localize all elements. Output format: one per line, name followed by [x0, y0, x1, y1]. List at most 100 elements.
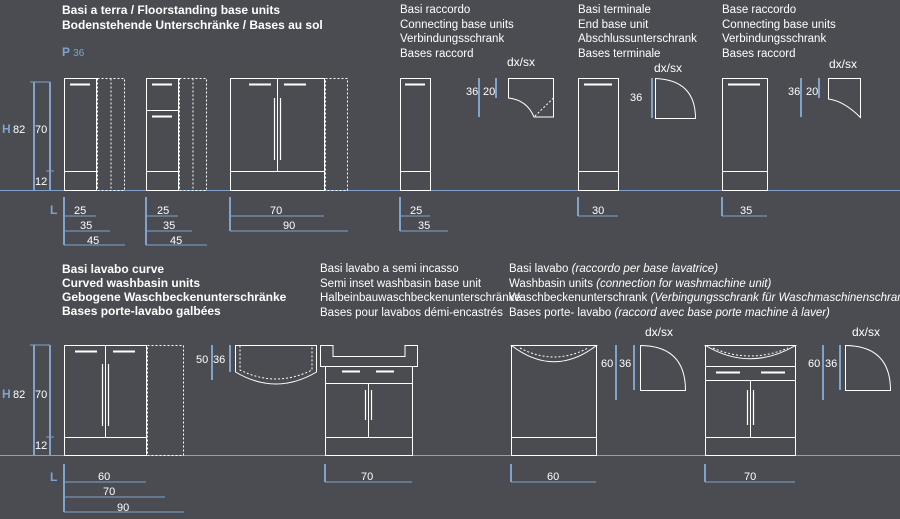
height-total-row-1: 82: [13, 124, 25, 136]
connecting-1-line-3: Verbindungsschrank: [400, 33, 505, 45]
unit-drawer-door: [146, 78, 207, 191]
height-body-row-1: 70: [35, 124, 47, 136]
unit2-width-35: 35: [163, 220, 175, 232]
semi-inset-width-70: 70: [361, 471, 373, 483]
connecting-1-line-1: Basi raccordo: [400, 4, 471, 16]
terminal-line-1: Basi terminale: [578, 4, 651, 16]
washbasin-large-plan: [845, 344, 892, 391]
height-body-row-2: 70: [35, 389, 47, 401]
washbasin-line-4-italic: (raccord avec base porte machine à laver…: [614, 306, 830, 319]
unit3-width-90: 90: [283, 220, 295, 232]
connecting-1-plan: [508, 78, 554, 118]
curved-heading-2: Curved washbasin units: [62, 276, 201, 290]
washbasin-large-width-70: 70: [744, 471, 756, 483]
semi-inset-line-3: Halbeinbauwaschbeckenunterschränke: [320, 292, 521, 304]
connecting-width-25: 25: [410, 205, 422, 217]
top-left-heading-1: Basi a terra / Floorstanding base units: [62, 3, 281, 17]
washbasin-line-2-plain: Washbasin units: [509, 277, 597, 290]
height-plinth-row-1: 12: [35, 176, 47, 188]
connecting-2-line-3: Verbindungsschrank: [722, 33, 827, 45]
depth-letter: P: [62, 45, 70, 59]
washbasin-line-2-italic: (connection for washmachine unit): [596, 277, 772, 290]
connecting2-depth-20: 20: [806, 86, 818, 98]
washbasin-line-1-plain: Basi lavabo: [509, 263, 572, 275]
connecting-width-35: 35: [418, 220, 430, 232]
width-dimension-row-2: [63, 464, 795, 513]
semi-inset-line-2: Semi inset washbasin base unit: [320, 277, 482, 290]
height-plinth-row-2: 12: [35, 440, 47, 452]
connecting-2-line-2: Connecting base units: [722, 18, 836, 31]
semi-inset-line-4: Bases pour lavabos démi-encastrés: [320, 306, 503, 319]
unit-curved: [64, 345, 317, 456]
connecting2-depth-36: 36: [788, 86, 800, 98]
curved-width-60: 60: [98, 471, 110, 483]
unit-double-door: [230, 78, 348, 191]
washbasin-small-plan: [640, 344, 687, 391]
dxsx-washbasin-small: dx/sx: [645, 325, 673, 339]
terminal-line-2: End base unit: [578, 18, 649, 31]
connecting-2-plan: [828, 78, 861, 119]
width-dimension-row-1: [63, 197, 767, 246]
washbasin-large-depth-36: 36: [825, 358, 837, 370]
unit-washbasin-large: [703, 344, 892, 456]
washbasin-small-width-60: 60: [547, 471, 559, 483]
l-label-row-1: L: [50, 203, 57, 217]
washbasin-line-1-italic: (raccordo per base lavatrice): [571, 263, 719, 275]
unit-washbasin-small: [510, 344, 687, 456]
l-label-row-2: L: [50, 470, 57, 484]
unit-single-door: [64, 78, 125, 191]
washbasin-line-3: Waschbeckenunterschrank (Verbingungsschr…: [509, 291, 900, 306]
depth-value: 36: [73, 48, 85, 59]
semi-inset-line-1: Basi lavabo a semi incasso: [320, 263, 459, 275]
unit2-width-45: 45: [170, 235, 182, 247]
curved-width-70: 70: [103, 486, 115, 498]
unit-terminal: [578, 77, 697, 191]
washbasin-small-depth-36: 36: [619, 358, 631, 370]
washbasin-line-3-plain: Waschbeckenunterschrank: [509, 292, 651, 304]
connecting1-depth-20: 20: [483, 86, 495, 98]
connecting-2-line-1: Base raccordo: [722, 4, 797, 16]
terminal-line-4: Bases terminale: [578, 47, 661, 60]
dxsx-washbasin-large: dx/sx: [852, 325, 880, 339]
depth-label: P 36: [62, 45, 84, 59]
unit3-width-70: 70: [270, 205, 282, 217]
connecting1-depth-36: 36: [466, 86, 478, 98]
washbasin-line-1: Basi lavabo (raccordo per base lavatrice…: [509, 262, 718, 277]
unit-semi-inset: [320, 345, 418, 456]
curved-heading-4: Bases porte-lavabo galbées: [62, 304, 221, 318]
curved-heading-1: Basi lavabo curve: [62, 262, 165, 276]
terminal-line-3: Abschlussunterschrank: [578, 33, 697, 45]
washbasin-large-depth-60: 60: [808, 358, 820, 370]
depth-dimension-row-1: [478, 78, 820, 118]
terminal-depth-36: 36: [630, 92, 642, 104]
h-label-row-2: H: [2, 387, 11, 401]
curved-heading-3: Gebogene Waschbeckenunterschränke: [62, 290, 287, 304]
height-dimension-row-1: [30, 81, 54, 190]
curved-depth-36: 36: [213, 354, 225, 366]
dxsx-connecting-2: dx/sx: [829, 57, 857, 71]
washbasin-small-depth-60: 60: [601, 358, 613, 370]
dxsx-connecting-1: dx/sx: [507, 55, 535, 69]
connecting-2-line-4: Bases raccord: [722, 47, 796, 60]
terminal-plan: [655, 77, 697, 119]
washbasin-line-3-italic: (Verbingungsschrank für Waschmaschinensc…: [650, 292, 900, 304]
connecting2-width-35: 35: [740, 205, 752, 217]
curved-plan: [235, 345, 317, 385]
unit-connecting-1: [400, 78, 554, 191]
height-dimension-row-2: [30, 344, 54, 455]
connecting-1-line-2: Connecting base units: [400, 18, 514, 31]
curved-width-90: 90: [117, 502, 129, 514]
connecting-1-line-4: Bases raccord: [400, 47, 474, 60]
dxsx-terminal: dx/sx: [654, 61, 682, 75]
unit-connecting-2: [722, 78, 861, 191]
washbasin-line-4: Bases porte- lavabo (raccord avec base p…: [509, 306, 830, 321]
washbasin-line-4-plain: Bases porte- lavabo: [509, 306, 615, 319]
height-total-row-2: 82: [13, 389, 25, 401]
unit2-width-25: 25: [157, 205, 169, 217]
terminal-width-30: 30: [592, 205, 604, 217]
unit1-width-35: 35: [80, 220, 92, 232]
unit1-width-25: 25: [74, 205, 86, 217]
curved-depth-50: 50: [196, 354, 208, 366]
